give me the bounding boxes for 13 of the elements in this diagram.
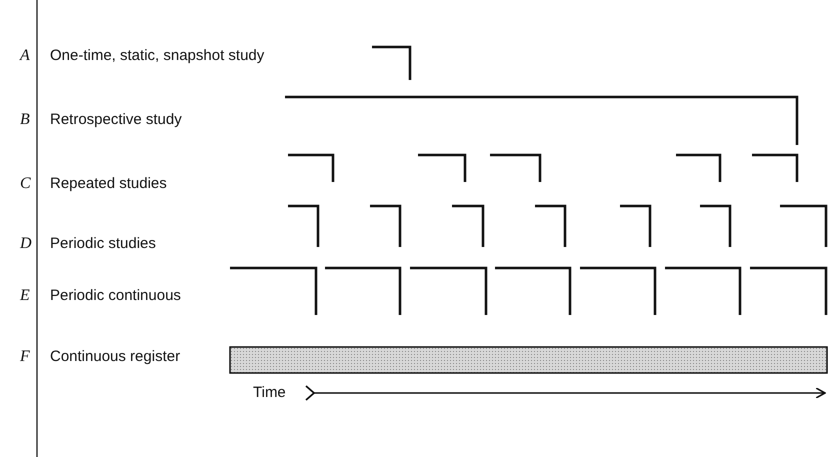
row-label: Periodic studies: [50, 235, 156, 253]
row-letter: C: [20, 175, 31, 193]
row-letter: F: [20, 348, 30, 366]
axis-label: Time: [253, 384, 286, 402]
row-label: Periodic continuous: [50, 287, 181, 305]
row-label: Repeated studies: [50, 175, 167, 193]
row-letter: E: [20, 287, 30, 305]
row-label: One-time, static, snapshot study: [50, 47, 264, 65]
row-letter: A: [20, 47, 30, 65]
row-label: Continuous register: [50, 348, 180, 366]
row-letter: B: [20, 111, 30, 129]
row-label: Retrospective study: [50, 111, 182, 129]
row-letter: D: [20, 235, 32, 253]
